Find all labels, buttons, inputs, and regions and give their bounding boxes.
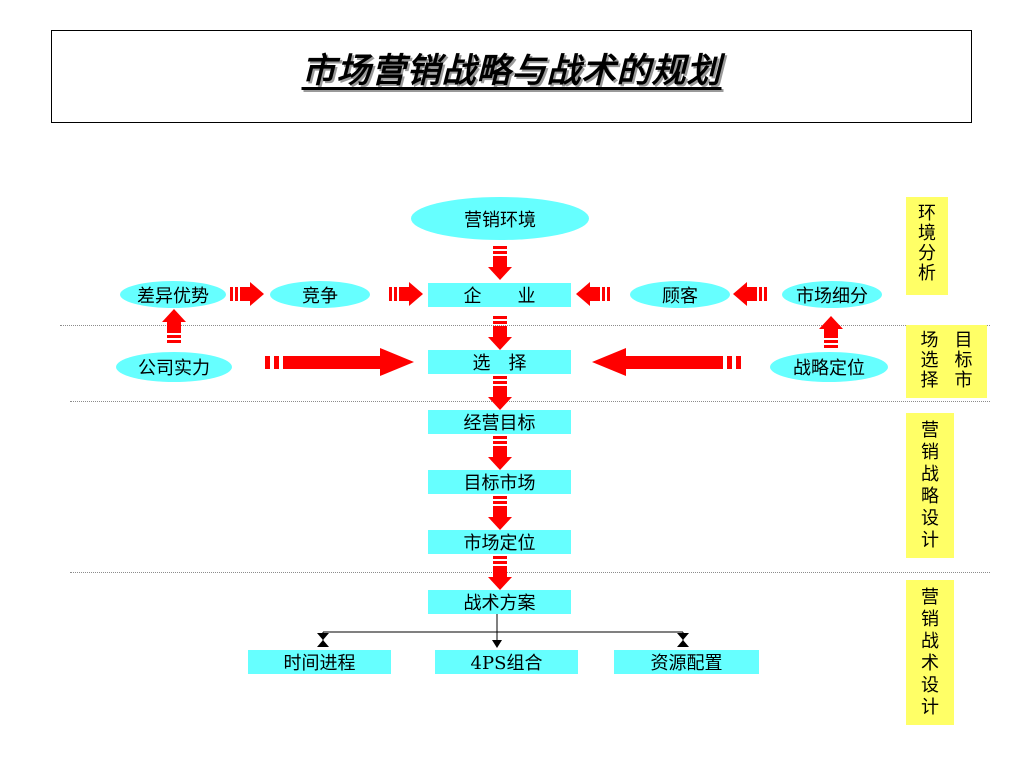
node-enterprise: 企 业 (428, 283, 571, 307)
node-business-goal: 经营目标 (428, 410, 571, 434)
arrow-competition-to-enterprise (389, 282, 423, 306)
arrow-strength-to-advantage (162, 309, 186, 343)
node-four-ps: 4PS组合 (435, 650, 578, 674)
arrow-goal-to-target (488, 436, 512, 470)
side-tactics-design-text: 营销战术设计 (921, 587, 939, 718)
side-target-market: 场选择目标市 (906, 325, 987, 398)
page-title: 市场营销战略与战术的规划 (301, 51, 722, 91)
divider-1 (60, 325, 990, 326)
tactics-branch-lines (322, 614, 684, 646)
title-frame: 市场营销战略与战术的规划 (51, 30, 972, 123)
side-env-analysis: 环境分析 (906, 197, 948, 295)
branch-arrowheads (317, 633, 689, 648)
node-resource-alloc: 资源配置 (614, 650, 759, 674)
side-tactics-design: 营销战术设计 (906, 580, 954, 725)
arrow-segment-to-customer (733, 282, 767, 306)
side-strategy-design-text: 营销战略设计 (921, 420, 939, 551)
node-target-market: 目标市场 (428, 470, 571, 494)
node-diff-advantage: 差异优势 (120, 281, 226, 308)
arrow-position-to-tactics (488, 556, 512, 590)
side-strategy-design: 营销战略设计 (906, 413, 954, 558)
side-target-market-col1: 场选择 (920, 330, 939, 391)
arrow-enterprise-to-select (488, 316, 512, 350)
side-env-analysis-text: 环境分析 (918, 203, 936, 284)
node-market-segment: 市场细分 (782, 281, 882, 308)
divider-3 (70, 572, 990, 573)
node-strategic-position: 战略定位 (770, 352, 888, 382)
node-competition: 竞争 (270, 281, 370, 308)
arrow-select-to-goal (488, 376, 512, 410)
arrow-customer-to-enterprise (576, 282, 610, 306)
arrow-target-to-position (488, 496, 512, 530)
arrow-position-to-segment (819, 316, 843, 348)
node-market-position: 市场定位 (428, 530, 571, 554)
node-marketing-env: 营销环境 (411, 197, 589, 240)
arrow-position-to-select (592, 348, 741, 376)
arrow-env-to-enterprise (488, 246, 512, 280)
node-company-strength: 公司实力 (116, 352, 232, 382)
node-customer: 顾客 (630, 281, 730, 308)
node-time-progress: 时间进程 (248, 650, 391, 674)
node-select: 选 择 (428, 350, 571, 374)
node-tactics-plan: 战术方案 (428, 590, 571, 614)
arrow-strength-to-select (265, 348, 414, 376)
arrow-advantage-to-competition (230, 282, 264, 306)
divider-2 (70, 401, 990, 402)
side-target-market-col2: 目标市 (954, 330, 973, 391)
